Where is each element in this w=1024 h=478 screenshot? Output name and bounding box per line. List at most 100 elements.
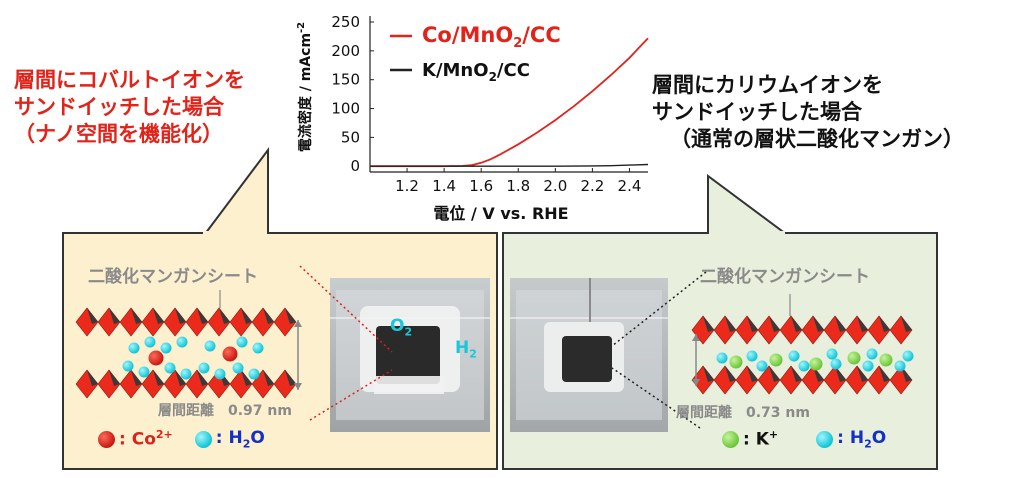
octahedron-shadow bbox=[769, 366, 780, 382]
water-molecule bbox=[894, 360, 906, 372]
x-tick-label: 1.4 bbox=[432, 177, 456, 195]
k-ion bbox=[769, 353, 783, 367]
k-ion-marker bbox=[722, 430, 739, 448]
right-heading: 層間にカリウムイオンを サンドイッチした場合 （通常の層状二酸化マンガン） bbox=[652, 72, 964, 153]
y-tick-label: 200 bbox=[331, 42, 360, 60]
octahedron-shadow bbox=[241, 308, 252, 324]
water-molecule bbox=[232, 362, 244, 374]
y-tick-label: 0 bbox=[350, 157, 360, 175]
octahedron-shadow bbox=[153, 308, 164, 324]
water-molecule bbox=[236, 336, 248, 348]
octahedron-shadow bbox=[153, 370, 164, 386]
octahedron-shadow bbox=[285, 370, 296, 386]
distance-arrow-head bbox=[294, 383, 302, 390]
o2-label: O2 bbox=[390, 316, 413, 339]
octahedron-shadow bbox=[901, 316, 912, 332]
octahedron-shadow bbox=[791, 316, 802, 332]
water-molecule bbox=[138, 366, 150, 378]
octahedron-shadow bbox=[835, 366, 846, 382]
left-distance-label: 層間距離 0.97 nm bbox=[158, 403, 292, 419]
water-molecule bbox=[164, 362, 176, 374]
right-legend: : K+ : H2O bbox=[722, 428, 886, 450]
octahedron-shadow bbox=[703, 316, 714, 332]
octahedron-shadow bbox=[725, 366, 736, 382]
octahedron-shadow bbox=[263, 308, 274, 324]
octahedron-shadow bbox=[175, 308, 186, 324]
octahedron-shadow bbox=[813, 316, 824, 332]
upper-mno2-sheet bbox=[691, 315, 913, 345]
octahedron-shadow bbox=[285, 308, 296, 324]
x-tick-label: 1.2 bbox=[395, 177, 419, 195]
k-ion bbox=[879, 353, 893, 367]
distance-arrow-head bbox=[692, 379, 700, 386]
co-ion-marker bbox=[98, 430, 115, 448]
left-electrolysis-photo bbox=[330, 278, 490, 432]
octahedron-shadow bbox=[131, 308, 142, 324]
y-tick-label: 100 bbox=[331, 100, 360, 118]
y-tick-label: 50 bbox=[341, 128, 360, 146]
left-sheet-label: 二酸化マンガンシート bbox=[88, 267, 258, 287]
water-molecule bbox=[866, 348, 878, 360]
water-molecule bbox=[248, 368, 260, 380]
octahedron-shadow bbox=[879, 366, 890, 382]
octahedron-shadow bbox=[197, 308, 208, 324]
k-ion bbox=[847, 351, 861, 365]
water-molecule bbox=[122, 360, 134, 372]
octahedron-shadow bbox=[703, 366, 714, 382]
distance-arrow-head bbox=[692, 334, 700, 341]
water-molecule bbox=[902, 350, 914, 362]
left-legend: : Co2+ : H2O bbox=[98, 428, 265, 450]
water-molecule bbox=[716, 352, 728, 364]
water-molecule bbox=[128, 342, 140, 354]
water-marker bbox=[194, 430, 212, 448]
water-molecule bbox=[252, 342, 264, 354]
co-ion bbox=[222, 346, 238, 362]
right-heading-line3: （通常の層状二酸化マンガン） bbox=[670, 127, 964, 151]
left-heading: 層間にコバルトイオンを サンドイッチした場合 （ナノ空間を機能化） bbox=[14, 67, 245, 148]
legend-label-0: Co/MnO2/CC bbox=[422, 23, 561, 51]
water-marker bbox=[816, 430, 834, 448]
chart-series bbox=[370, 37, 649, 168]
octahedron-shadow bbox=[263, 370, 274, 386]
octahedron-shadow bbox=[747, 316, 758, 332]
octahedron-shadow bbox=[791, 366, 802, 382]
octahedron-shadow bbox=[109, 370, 120, 386]
octahedron-shadow bbox=[879, 316, 890, 332]
octahedron-shadow bbox=[857, 366, 868, 382]
series-line-1 bbox=[370, 163, 649, 167]
octahedron-shadow bbox=[109, 308, 120, 324]
co-legend-label: : Co2+ bbox=[119, 428, 173, 451]
right-electrolysis-photo bbox=[510, 278, 668, 432]
lower-mno2-sheet bbox=[75, 369, 297, 399]
k-ion bbox=[809, 357, 823, 371]
octahedron-shadow bbox=[725, 316, 736, 332]
right-distance-label: 層間距離 0.73 nm bbox=[676, 405, 810, 421]
octahedron-shadow bbox=[87, 370, 98, 386]
water-molecule bbox=[144, 336, 156, 348]
k-ion bbox=[729, 355, 743, 369]
water-molecule bbox=[830, 358, 842, 370]
right-heading-line1: 層間にカリウムイオンを bbox=[652, 73, 883, 97]
right-heading-line2: サンドイッチした場合 bbox=[652, 100, 862, 124]
octahedron-shadow bbox=[857, 316, 868, 332]
x-tick-label: 1.8 bbox=[506, 177, 530, 195]
octahedron-shadow bbox=[131, 370, 142, 386]
octahedron-shadow bbox=[769, 316, 780, 332]
chart-legend: Co/MnO2/CCK/MnO2/CC bbox=[390, 23, 561, 84]
left-layered-structure bbox=[75, 290, 302, 399]
upper-mno2-sheet bbox=[75, 307, 297, 337]
y-tick-label: 150 bbox=[331, 71, 360, 89]
octahedron-shadow bbox=[175, 370, 186, 386]
water-legend-label: : H2O bbox=[837, 428, 887, 451]
k-legend-label: : K+ bbox=[743, 428, 779, 451]
h2-label: H2 bbox=[455, 338, 477, 361]
water-molecule bbox=[862, 360, 874, 372]
water-legend-label: : H2O bbox=[215, 428, 265, 451]
right-sheet-label: 二酸化マンガンシート bbox=[700, 267, 870, 287]
water-molecule bbox=[180, 368, 192, 380]
water-molecule bbox=[826, 348, 838, 360]
